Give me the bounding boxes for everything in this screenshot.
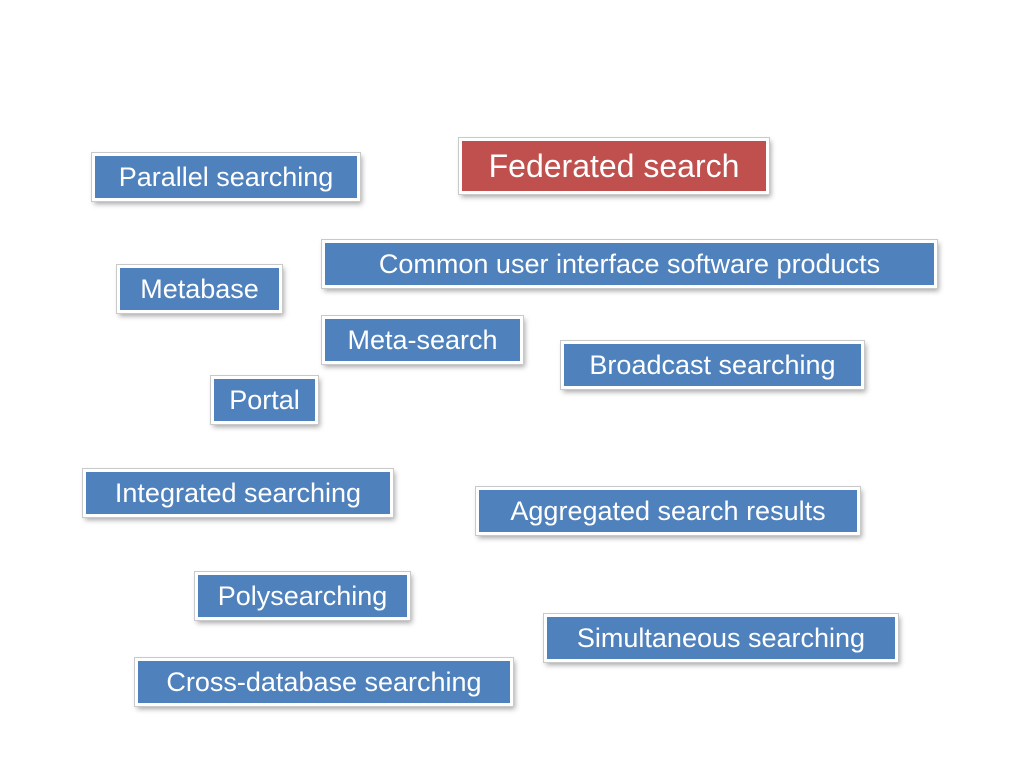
term-federated-search: Federated search [458,137,770,195]
term-cross-database-searching: Cross-database searching [134,657,514,707]
term-meta-search: Meta-search [321,315,524,365]
term-aggregated-search-results: Aggregated search results [475,486,861,536]
term-common-user-interface: Common user interface software products [321,239,938,289]
term-polysearching: Polysearching [194,571,411,621]
term-simultaneous-searching: Simultaneous searching [543,613,899,663]
term-integrated-searching: Integrated searching [82,468,394,518]
term-metabase: Metabase [116,264,283,314]
term-parallel-searching: Parallel searching [91,152,361,202]
term-portal: Portal [210,375,319,425]
term-broadcast-searching: Broadcast searching [560,340,865,390]
